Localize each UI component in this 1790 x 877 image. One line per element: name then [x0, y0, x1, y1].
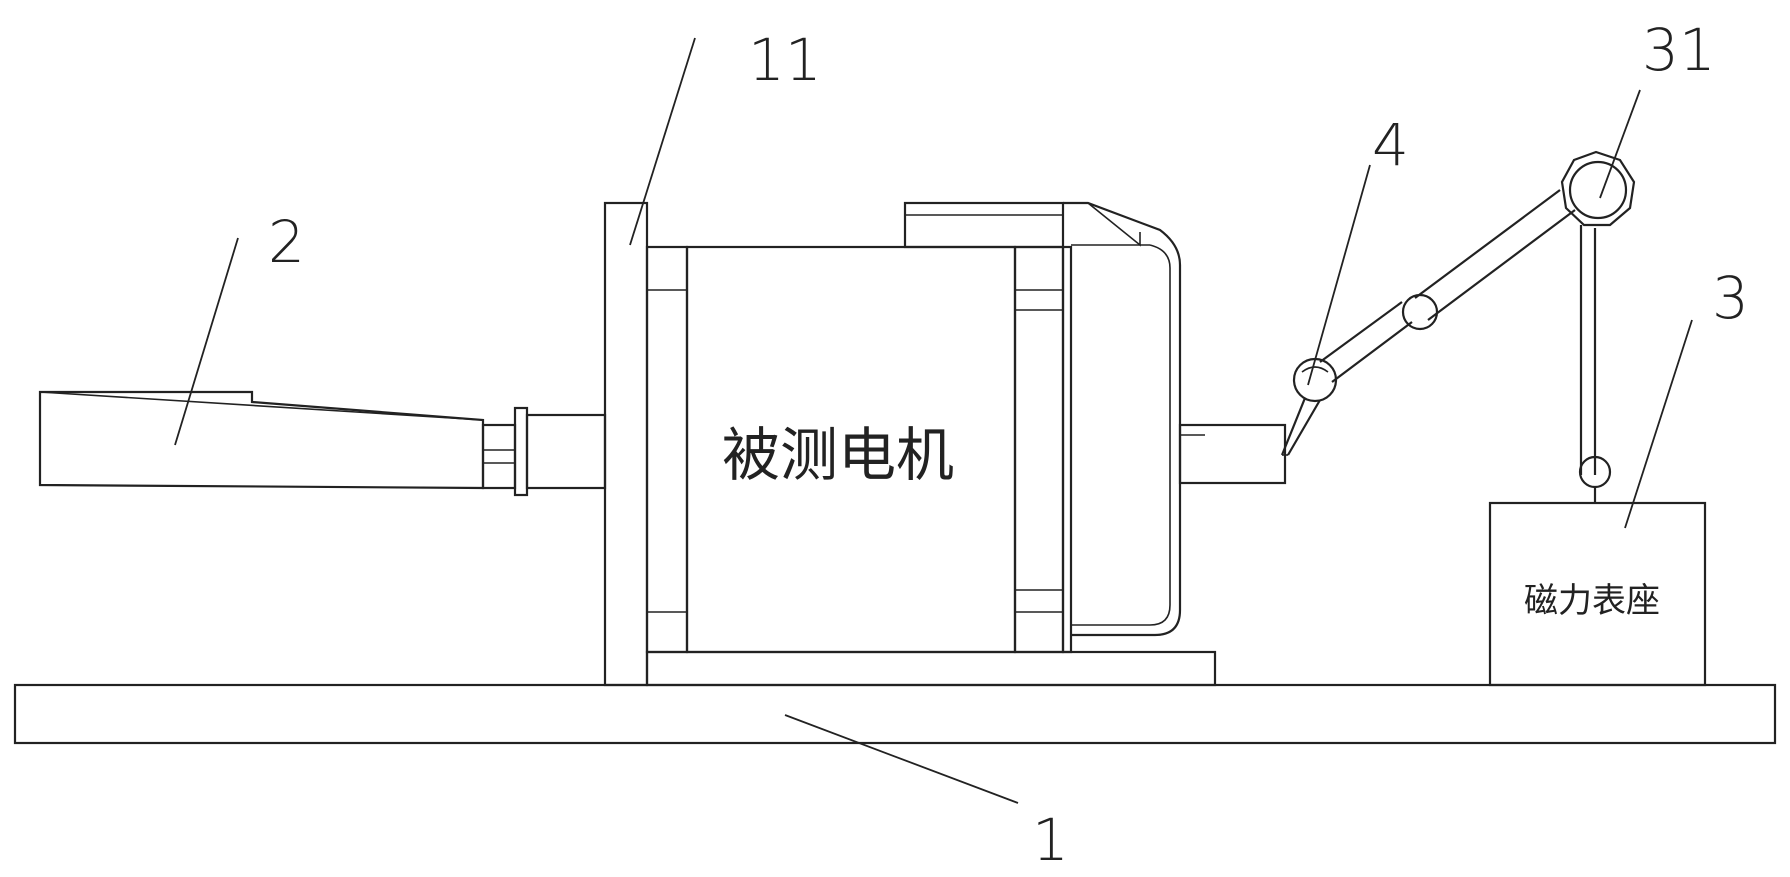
right-shaft — [1178, 423, 1287, 485]
motor-label: 被测电机 — [722, 421, 954, 489]
leader-11 — [629, 37, 696, 246]
leader-1 — [784, 714, 1019, 804]
left-shaft-coupling — [481, 406, 607, 497]
dial-indicator — [1280, 357, 1338, 456]
leader-3 — [1624, 319, 1693, 529]
indicator-stand — [1319, 189, 1612, 503]
callout-4: 4 — [1372, 111, 1409, 179]
leader-31 — [1599, 89, 1641, 199]
coupled-arm — [38, 390, 485, 490]
motor-body — [645, 201, 1182, 654]
callout-31: 31 — [1642, 16, 1716, 84]
callout-2: 2 — [268, 208, 305, 276]
callout-11: 11 — [748, 26, 822, 94]
magnetic-base-label: 磁力表座 — [1524, 581, 1660, 621]
base-plate — [13, 683, 1777, 745]
magnetic-base — [1488, 501, 1707, 687]
stand-joint — [1560, 150, 1636, 227]
callout-3: 3 — [1712, 264, 1749, 332]
leader-2 — [174, 237, 239, 446]
leader-4 — [1307, 164, 1371, 386]
callout-1: 1 — [1032, 806, 1069, 874]
